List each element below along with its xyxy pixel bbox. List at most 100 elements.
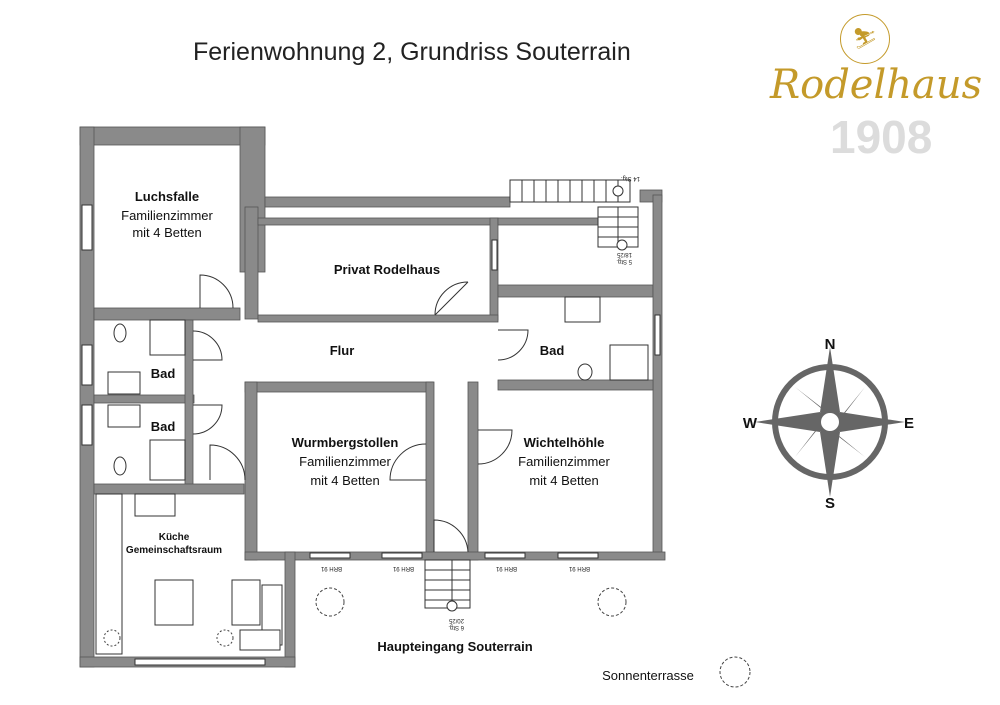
plan-shape — [381, 552, 423, 559]
plan-shape — [467, 381, 479, 561]
plan-shape — [113, 456, 127, 476]
plan-shape — [564, 296, 601, 323]
doors — [192, 274, 529, 553]
plan-text: 20/25 — [448, 617, 464, 623]
fixtures — [95, 296, 649, 655]
plan-shape — [184, 319, 194, 491]
plan-shape — [199, 274, 234, 309]
plan-shape — [424, 559, 471, 609]
plan-shape — [103, 629, 121, 647]
plan-shape — [425, 381, 435, 561]
plan-shape — [434, 281, 469, 316]
plan-text: mit 4 Betten — [132, 225, 201, 240]
room-flur: Flur — [330, 343, 355, 358]
plan-shape — [597, 587, 627, 617]
plan-shape — [244, 206, 259, 320]
plan-text: Familienzimmer — [121, 208, 213, 223]
plan-text: BRH 91 — [568, 565, 590, 571]
plan-shape — [244, 381, 434, 393]
plan-shape — [315, 587, 345, 617]
plan-shape — [425, 560, 470, 605]
plan-text: Familienzimmer — [518, 454, 610, 469]
plan-shape — [612, 185, 624, 197]
plan-shape — [497, 217, 599, 226]
plan-shape — [446, 600, 458, 612]
plan-shape — [616, 239, 628, 251]
plan-text: BRH 91 — [320, 565, 342, 571]
page-title: Ferienwohnung 2, Grundriss Souterrain — [193, 38, 631, 66]
plan-shape — [113, 323, 127, 343]
plan-shape — [134, 658, 266, 666]
plan-shape — [491, 239, 498, 271]
plan-shape — [817, 409, 843, 435]
plan-shape — [577, 363, 593, 381]
plan-shape — [652, 194, 663, 556]
plan-shape — [719, 656, 751, 688]
plan-shape — [497, 329, 529, 361]
plan-shape — [107, 404, 141, 428]
plan-text: E — [904, 415, 914, 432]
plan-shape — [93, 394, 195, 404]
logo: ⛷ Rodelhaus 1908 — [770, 12, 982, 172]
plan-shape — [81, 404, 93, 446]
plan-shape — [309, 552, 351, 559]
plan-shape — [598, 207, 638, 245]
plan-shape — [257, 217, 499, 226]
plan-text: mit 4 Betten — [529, 473, 598, 488]
plan-shape — [257, 314, 499, 323]
plan-shape — [134, 493, 176, 517]
plan-shape — [209, 444, 246, 481]
plan-text: Familienzimmer — [299, 454, 391, 469]
plan-text: Gemeinschaftsraum — [126, 545, 222, 556]
plan-shape — [192, 330, 223, 361]
plan-shape — [93, 483, 245, 495]
plan-text: 14 Stg. — [621, 175, 640, 181]
plan-shape — [820, 347, 840, 422]
compass-rose: N S W E — [743, 336, 914, 512]
plan-shape — [484, 552, 526, 559]
plan-text: 5 Stg. — [616, 258, 632, 264]
plan-shape — [497, 379, 654, 391]
plan-text: BRH 91 — [495, 565, 517, 571]
plan-shape — [244, 551, 666, 561]
walls — [79, 126, 666, 668]
plan-shape — [79, 126, 266, 146]
plan-text: S — [825, 495, 835, 512]
windows — [81, 204, 661, 666]
plan-shape — [755, 412, 830, 432]
plan-shape — [477, 429, 513, 465]
plan-shape — [497, 284, 654, 298]
room-bad-1: Bad — [151, 366, 176, 381]
room-wurmbergstollen: Wurmbergstollen — [292, 435, 399, 450]
plan-shape — [433, 519, 469, 553]
plan-text: BRH 91 — [392, 565, 414, 571]
sled-icon: ⛷ — [840, 14, 890, 64]
annotations: 14 Stg. 5 Stg. 18/25 6 Stg. 20/25 BRH 91… — [320, 175, 640, 630]
logo-year: 1908 — [830, 111, 933, 163]
plant-icons — [103, 587, 751, 688]
plan-shape — [239, 629, 281, 651]
plan-shape — [149, 439, 186, 481]
room-bad-right: Bad — [540, 343, 565, 358]
room-privat: Privat Rodelhaus — [334, 262, 440, 277]
plan-shape — [264, 196, 511, 208]
plan-shape — [81, 344, 93, 386]
logo-script: Rodelhaus — [770, 62, 983, 108]
plan-shape — [154, 579, 194, 626]
terrace-label: Sonnenterrasse — [602, 668, 694, 683]
plan-shape — [389, 443, 427, 481]
plan-text: 18/25 — [616, 251, 632, 257]
plan-shape — [192, 404, 223, 435]
plan-shape — [93, 307, 241, 321]
plan-text: mit 4 Betten — [310, 473, 379, 488]
plan-shape — [107, 371, 141, 395]
plan-shape — [231, 579, 261, 626]
plan-text: N — [825, 336, 836, 353]
room-wichtelhoehle: Wichtelhöhle — [524, 435, 605, 450]
plan-shape — [830, 412, 905, 432]
entrance-label: Haupteingang Souterrain — [377, 639, 532, 654]
plan-shape — [81, 204, 93, 251]
room-luchsfalle: Luchsfalle — [135, 189, 199, 204]
